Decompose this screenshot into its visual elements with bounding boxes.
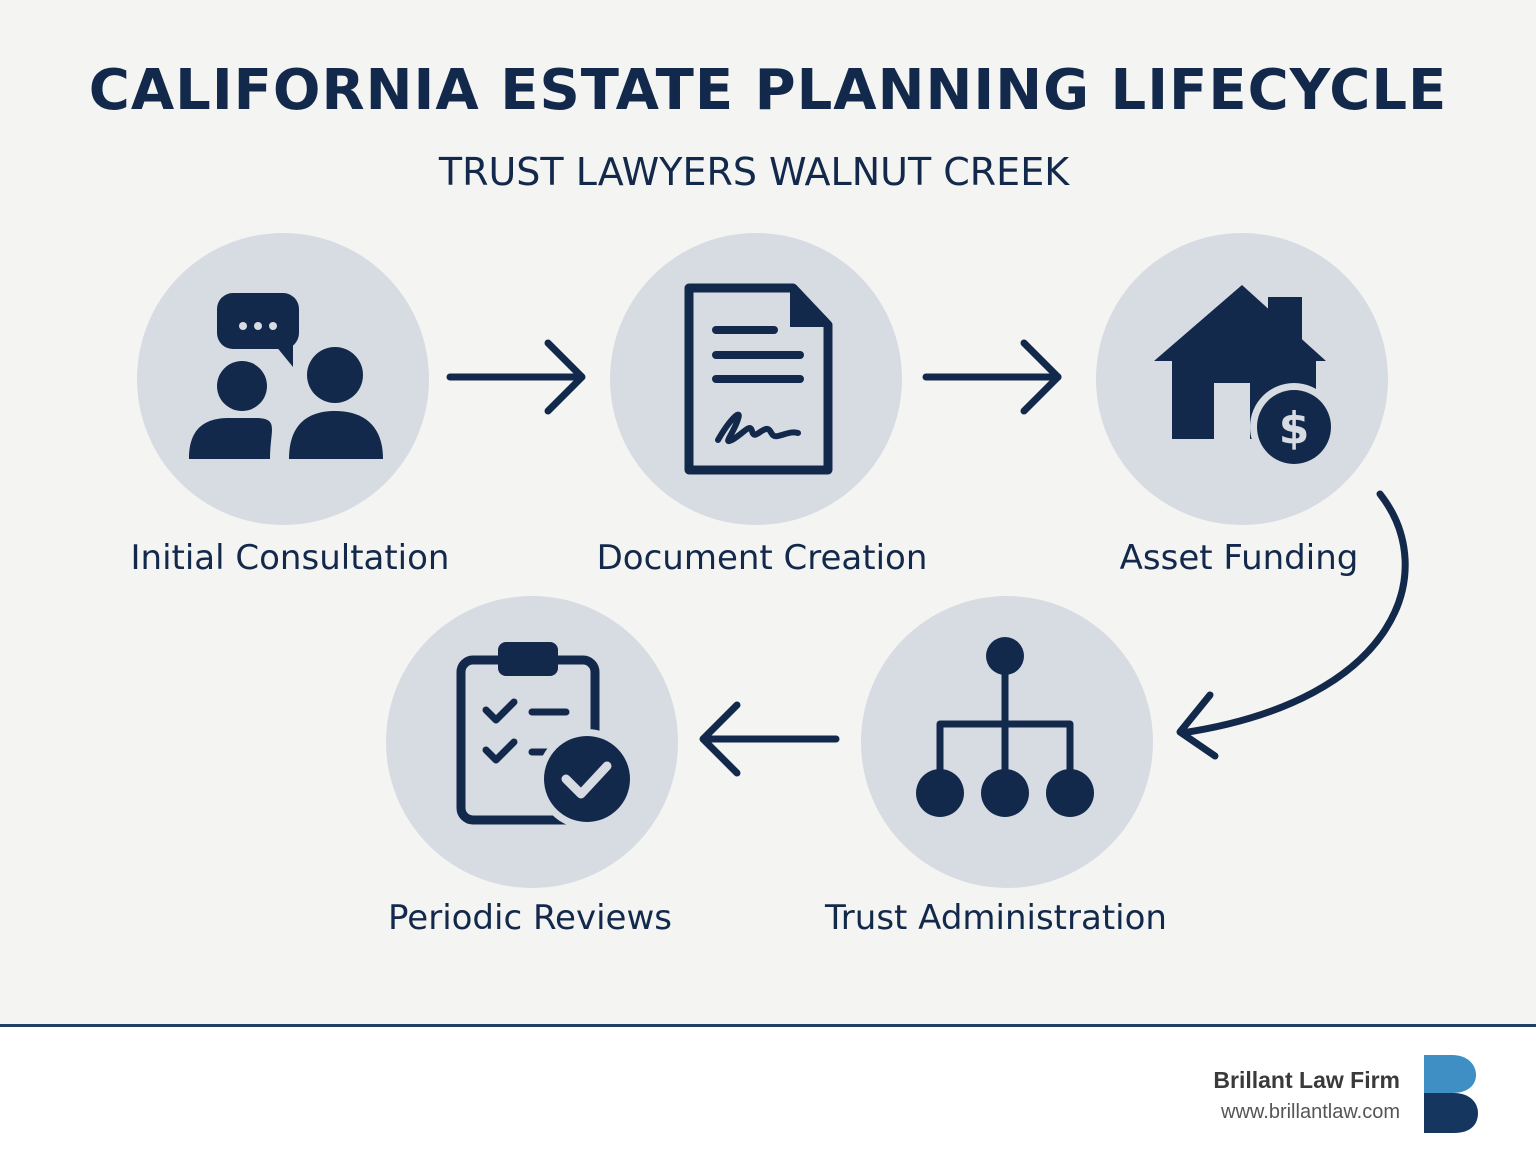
step-periodic-reviews — [386, 596, 678, 888]
clipboard-check-icon — [456, 642, 637, 829]
arrow-left-icon — [699, 701, 840, 777]
brand-name: Brillant Law Firm — [1213, 1067, 1400, 1093]
step-label-periodic-reviews: Periodic Reviews — [388, 898, 672, 938]
page-title: CALIFORNIA ESTATE PLANNING LIFECYCLE — [88, 58, 1448, 123]
footer: Brillant Law Firm www.brillantlaw.com — [0, 1024, 1536, 1157]
hierarchy-icon — [916, 637, 1094, 817]
step-label-document-creation: Document Creation — [596, 538, 928, 578]
svg-text:$: $ — [1279, 403, 1310, 454]
curved-arrow-icon — [1176, 490, 1409, 760]
brand-url: www.brillantlaw.com — [1221, 1101, 1400, 1123]
flow-arrows — [446, 339, 1409, 777]
step-asset-funding: $ — [1096, 233, 1388, 525]
step-label-initial-consultation: Initial Consultation — [130, 538, 450, 578]
brand-logo-icon — [1424, 1055, 1478, 1133]
step-initial-consultation — [137, 233, 429, 525]
people-chat-icon — [189, 293, 383, 459]
signed-document-icon — [684, 283, 833, 475]
page-subtitle: TRUST LAWYERS WALNUT CREEK — [438, 150, 1070, 194]
step-document-creation — [610, 233, 902, 525]
step-label-asset-funding: Asset Funding — [1119, 538, 1359, 578]
step-label-trust-administration: Trust Administration — [825, 898, 1167, 938]
arrow-right-icon — [922, 339, 1062, 415]
arrow-right-icon — [446, 339, 586, 415]
house-dollar-icon: $ — [1154, 285, 1338, 471]
step-trust-administration — [861, 596, 1153, 888]
